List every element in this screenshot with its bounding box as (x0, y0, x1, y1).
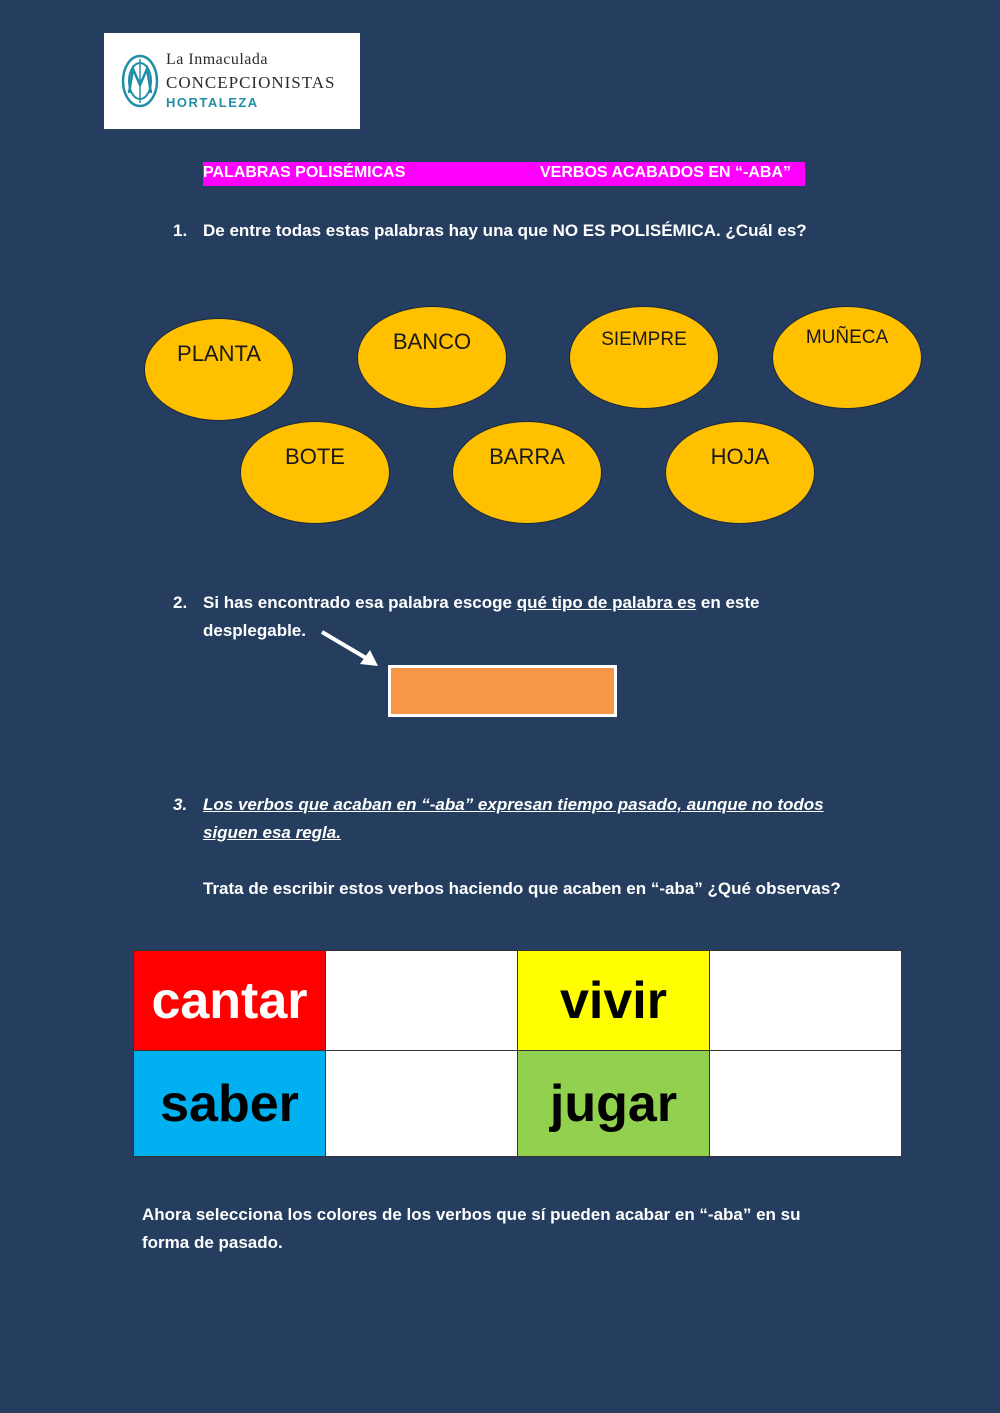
word-option-hoja[interactable]: HOJA (665, 421, 815, 524)
question-3-rule-line2: siguen esa regla. (203, 823, 341, 842)
verb-cell-saber[interactable]: saber (133, 1050, 326, 1157)
word-option-siempre[interactable]: SIEMPRE (569, 306, 719, 409)
word-option-label: BANCO (392, 329, 472, 354)
school-logo: La Inmaculada CONCEPCIONISTAS HORTALEZA (104, 33, 360, 129)
question-2-line2: desplegable. (203, 621, 306, 640)
word-option-label: HOJA (710, 444, 770, 469)
word-option-bote[interactable]: BOTE (240, 421, 390, 524)
arrow-pointer-icon (320, 630, 378, 666)
question-3-instruction: Trata de escribir estos verbos haciendo … (203, 879, 841, 898)
question-2-text-end: en este (696, 593, 760, 612)
verb-cell-cantar[interactable]: cantar (133, 950, 326, 1051)
question-1-text: De entre todas estas palabras hay una qu… (203, 221, 807, 240)
word-type-dropdown[interactable] (388, 665, 617, 717)
question-2-line1: Si has encontrado esa palabra escoge qué… (203, 589, 760, 617)
final-instruction-line1: Ahora selecciona los colores de los verb… (142, 1205, 801, 1224)
question-1: 1. De entre todas estas palabras hay una… (173, 217, 873, 245)
question-2-number: 2. (173, 593, 188, 612)
logo-text-line3: HORTALEZA (166, 95, 259, 110)
concepcionistas-emblem-icon (121, 54, 159, 108)
banner-left-title: PALABRAS POLISÉMICAS (203, 164, 406, 181)
answer-cell-vivir[interactable] (709, 950, 902, 1051)
word-option-label: SIEMPRE (601, 329, 687, 350)
banner-right-title: VERBOS ACABADOS EN “-ABA” (540, 164, 791, 181)
verb-table: cantar vivir saber jugar (133, 950, 902, 1157)
question-2: 2. Si has encontrado esa palabra escoge … (173, 589, 873, 645)
final-instruction-line2: forma de pasado. (142, 1233, 283, 1252)
word-option-banco[interactable]: BANCO (357, 306, 507, 409)
verb-cell-jugar[interactable]: jugar (517, 1050, 710, 1157)
final-instruction: Ahora selecciona los colores de los verb… (142, 1201, 842, 1257)
question-3-rule-line1: Los verbos que acaban en “-aba” expresan… (203, 795, 824, 814)
word-option-muneca[interactable]: MUÑECA (772, 306, 922, 409)
question-3-number: 3. (173, 795, 188, 814)
logo-text-line2: CONCEPCIONISTAS (166, 73, 336, 92)
word-option-label: BOTE (285, 444, 345, 469)
word-option-label: PLANTA (177, 341, 261, 366)
answer-cell-saber[interactable] (325, 1050, 518, 1157)
question-1-number: 1. (173, 221, 188, 240)
answer-cell-cantar[interactable] (325, 950, 518, 1051)
logo-text-line1: La Inmaculada (166, 51, 268, 68)
verb-table-row: saber jugar (133, 1050, 902, 1157)
question-2-text-start: Si has encontrado esa palabra escoge (203, 593, 517, 612)
question-3: 3. Los verbos que acaban en “-aba” expre… (173, 791, 893, 847)
question-2-underlined-text: qué tipo de palabra es (516, 593, 697, 612)
verb-table-row: cantar vivir (133, 950, 902, 1051)
word-option-label: MUÑECA (805, 327, 889, 348)
word-option-label: BARRA (489, 444, 565, 469)
word-option-barra[interactable]: BARRA (452, 421, 602, 524)
verb-cell-vivir[interactable]: vivir (517, 950, 710, 1051)
answer-cell-jugar[interactable] (709, 1050, 902, 1157)
title-banner: PALABRAS POLISÉMICAS VERBOS ACABADOS EN … (203, 162, 805, 186)
word-option-planta[interactable]: PLANTA (144, 318, 294, 421)
